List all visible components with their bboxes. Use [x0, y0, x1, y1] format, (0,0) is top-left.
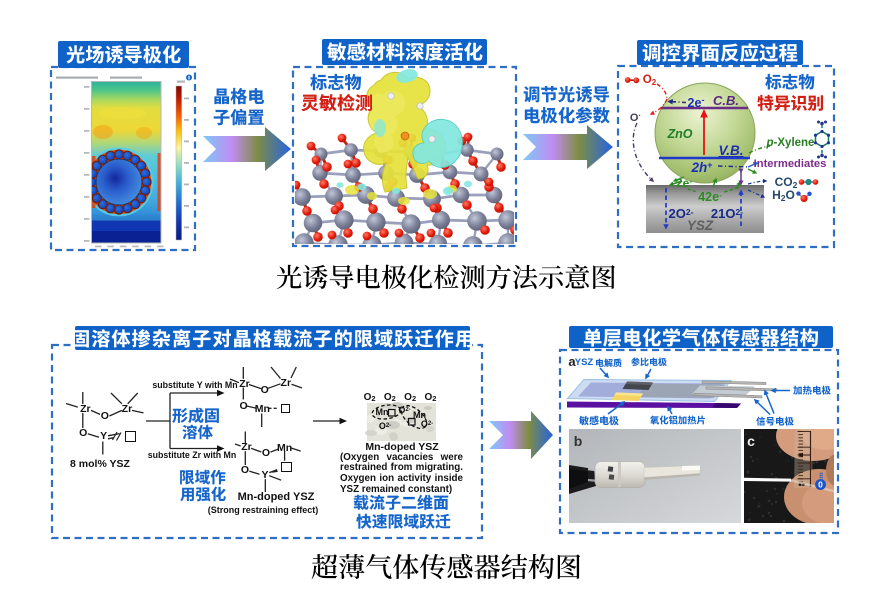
svg-text:0: 0 — [818, 479, 823, 489]
svg-text:cm: cm — [818, 472, 825, 482]
